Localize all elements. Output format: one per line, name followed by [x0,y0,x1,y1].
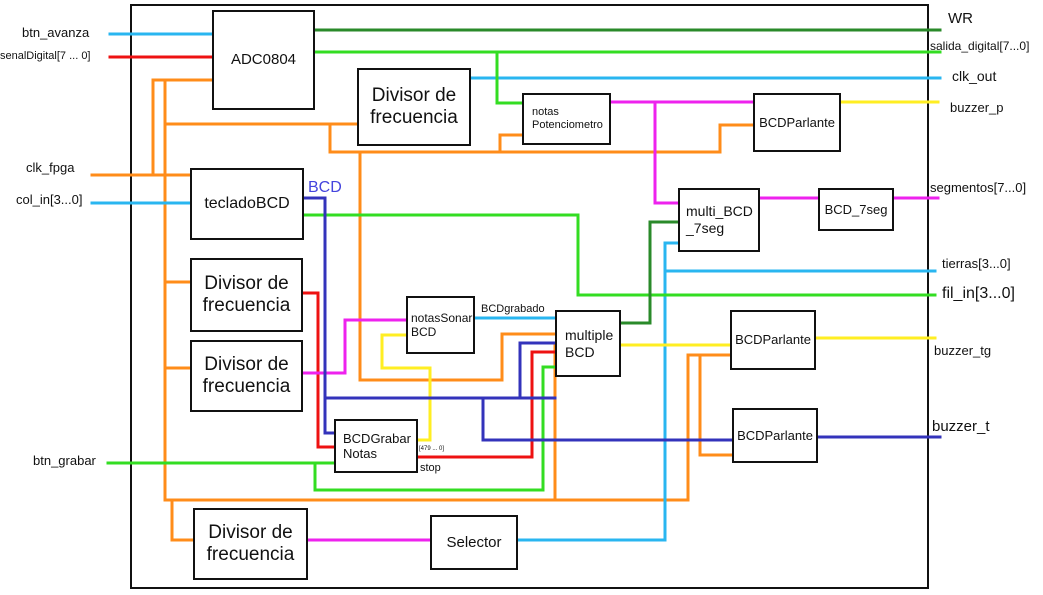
notas-potenciometro-block: notas Potenciometro [522,93,611,145]
cyan-wires [90,32,942,542]
frequency-divider-bottom: Divisor de frecuencia [193,508,308,580]
notas-sonar-bcd-block: notasSonar BCD [406,296,475,354]
bcd-7seg-block: BCD_7seg [818,188,894,231]
yellow-wires [380,100,940,442]
output-label-salida-digital: salida_digital[7...0] [930,39,1030,53]
signal-label-bcd: BCD [308,179,342,196]
output-label-segmentos: segmentos[7...0] [930,180,1027,195]
bcd-parlante-top-block: BCDParlante [753,93,841,152]
bcd-parlante-mid-block: BCDParlante [730,310,816,370]
signal-label-stop: stop [420,462,441,474]
input-label-clk-fpga: clk_fpga [26,160,75,175]
input-label-btn-grabar: btn_grabar [33,453,96,468]
output-label-buzzer-p: buzzer_p [950,100,1004,115]
output-label-tierras: tierras[3...0] [942,256,1011,271]
input-label-senal-digital: senalDigital[7 ... 0] [0,50,91,62]
frequency-divider-left-2: Divisor de frecuencia [190,340,303,412]
output-label-wr: WR [948,10,973,27]
selector-block: Selector [430,515,518,570]
input-label-btn-avanza: btn_avanza [22,25,90,40]
input-label-col-in: col_in[3...0] [16,192,83,207]
green-wires [106,50,942,492]
output-label-fil-in: fil_in[3...0] [942,285,1015,302]
bcd-parlante-bot-block: BCDParlante [732,408,818,463]
blue-wires [301,196,942,442]
adc0804-block: ADC0804 [212,10,315,110]
teclado-bcd-block: tecladoBCD [190,168,304,240]
red-wires [108,55,557,459]
clk-fpga-wire [90,78,755,542]
signal-label-bcd-grabado: BCDgrabado [481,303,545,315]
multiple-bcd-block: multiple BCD [555,310,621,377]
output-label-buzzer-t: buzzer_t [932,418,990,435]
bcd-grabar-notas-block: BCDGrabar Notas [334,419,418,473]
signal-label-range: [479 ... 0] [419,446,445,452]
output-label-clk-out: clk_out [952,68,997,84]
wr-wires [313,28,942,325]
frequency-divider-left-1: Divisor de frecuencia [190,258,303,332]
frequency-divider-top: Divisor de frecuencia [357,68,471,146]
multi-bcd-7seg-block: multi_BCD _7seg [678,188,760,252]
output-label-buzzer-tg: buzzer_tg [934,343,992,358]
